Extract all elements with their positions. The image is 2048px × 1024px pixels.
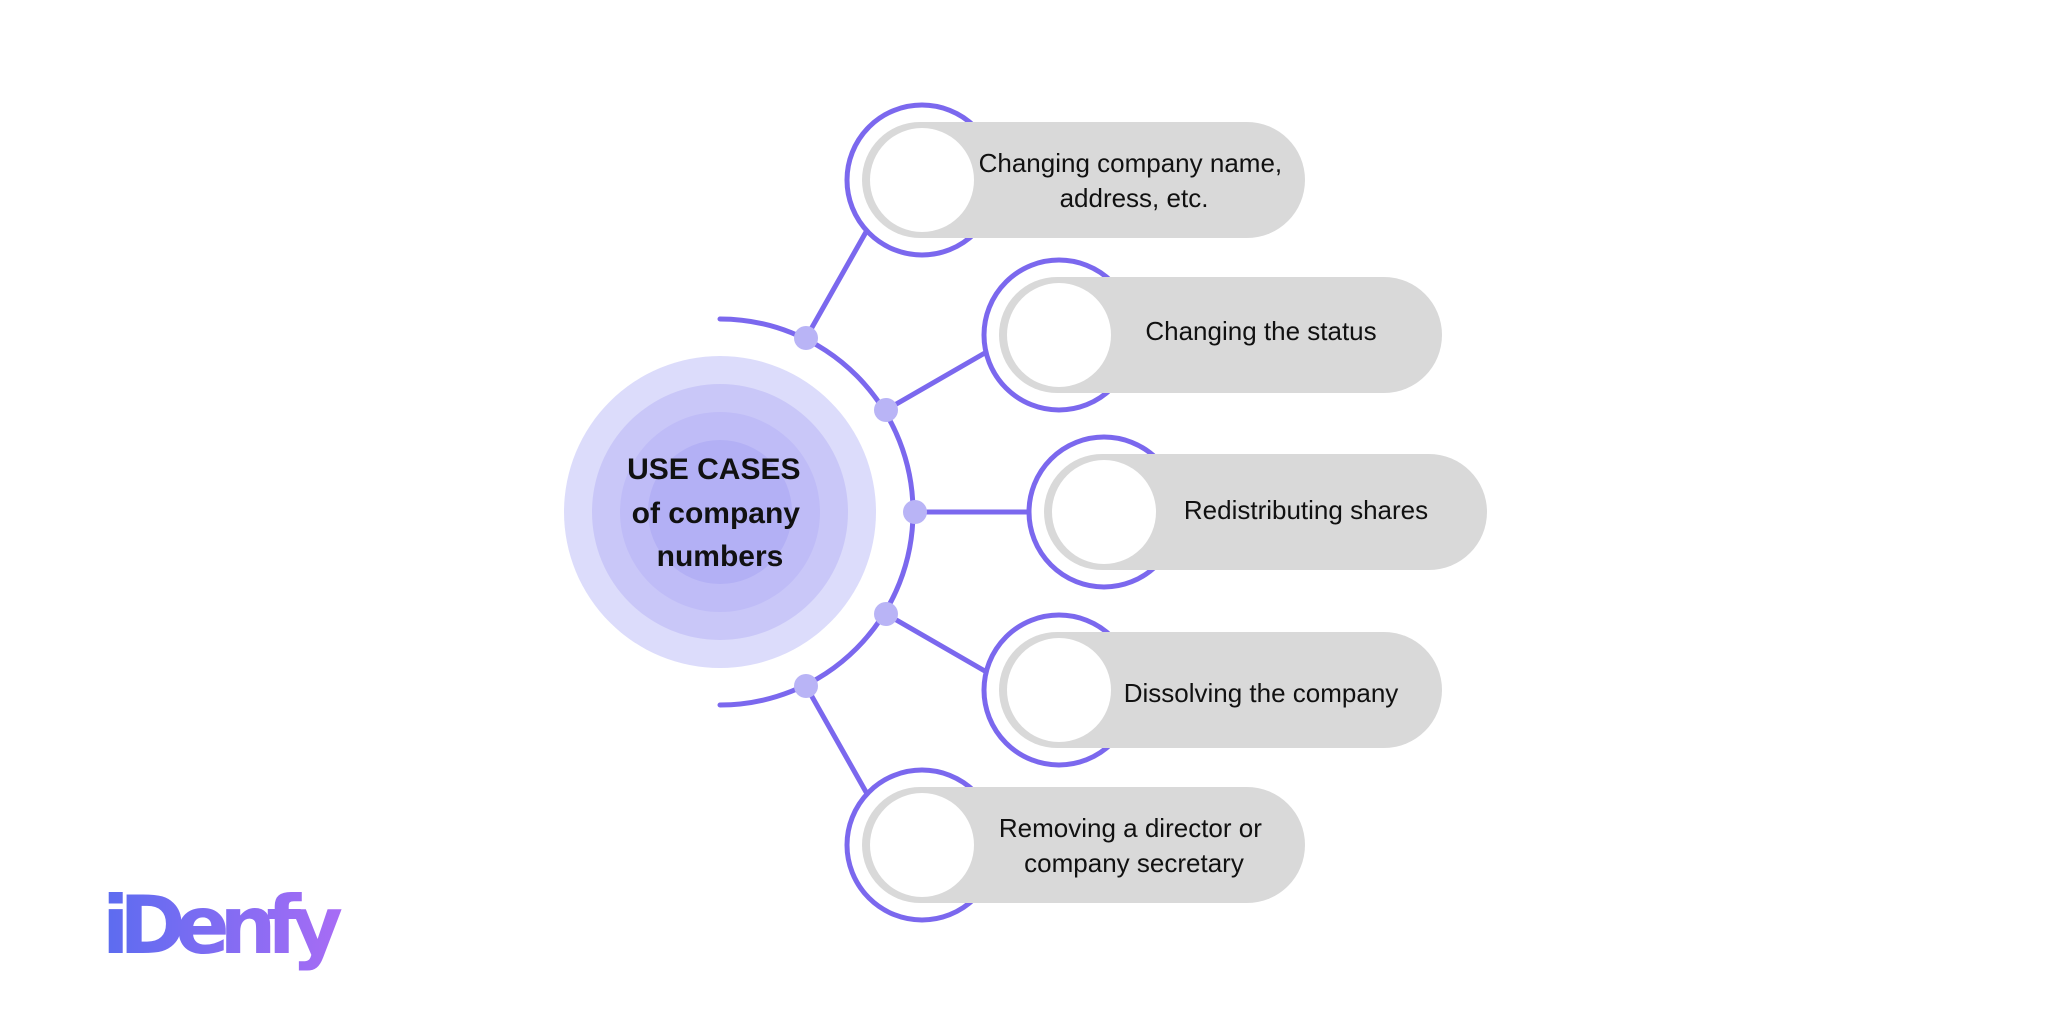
use-case-badge <box>1007 283 1111 387</box>
use-case-label: Dissolving the company <box>1124 678 1399 708</box>
use-case-item: Redistributing shares <box>1026 434 1487 590</box>
hub-title-line: USE CASES <box>627 453 800 486</box>
use-case-pill <box>999 632 1442 748</box>
node-dots <box>794 326 927 698</box>
use-case-label-line: Redistributing shares <box>1184 495 1428 525</box>
node-dot <box>794 674 818 698</box>
hub-core <box>648 440 792 584</box>
use-case-label-line: Dissolving the company <box>1124 678 1399 708</box>
connector-line <box>883 347 993 413</box>
use-case-badge <box>1007 638 1111 742</box>
use-case-pill <box>862 787 1305 903</box>
hub-title-line: of company <box>632 497 801 530</box>
node-dot <box>874 398 898 422</box>
connector-line <box>803 229 869 341</box>
hub-title-line: numbers <box>657 540 784 573</box>
use-case-label-line: Removing a director or <box>999 813 1262 843</box>
use-case-label: Changing company name, address, etc. <box>979 148 1290 213</box>
use-case-item: Changing the status <box>981 257 1442 413</box>
use-case-item: Changing company name, address, etc. <box>844 102 1305 258</box>
use-case-label-line: company secretary <box>1024 848 1244 878</box>
use-case-label: Removing a director or company secretary <box>999 813 1269 878</box>
brand-logo: iDenfy <box>102 879 342 972</box>
node-dot <box>903 500 927 524</box>
use-case-pill <box>862 122 1305 238</box>
use-case-badge <box>870 128 974 232</box>
use-case-badge <box>1052 460 1156 564</box>
use-case-pill <box>999 277 1442 393</box>
connector-lines <box>803 229 1033 795</box>
connector-line <box>883 611 993 677</box>
use-case-label: Changing the status <box>1145 316 1376 346</box>
use-case-item: Dissolving the company <box>981 612 1442 768</box>
node-dot <box>874 602 898 626</box>
use-case-label-line: Changing company name, <box>979 148 1283 178</box>
use-case-label-line: Changing the status <box>1145 316 1376 346</box>
use-case-label: Redistributing shares <box>1184 495 1428 525</box>
use-case-label-line: address, etc. <box>1060 183 1209 213</box>
use-case-item: Removing a director or company secretary <box>844 767 1305 923</box>
connector-line <box>803 683 869 795</box>
use-case-badge <box>870 793 974 897</box>
hub: USE CASES of company numbers <box>564 356 876 668</box>
use-case-pill <box>1044 454 1487 570</box>
hub-title: USE CASES of company numbers <box>627 453 809 573</box>
node-dot <box>794 326 818 350</box>
